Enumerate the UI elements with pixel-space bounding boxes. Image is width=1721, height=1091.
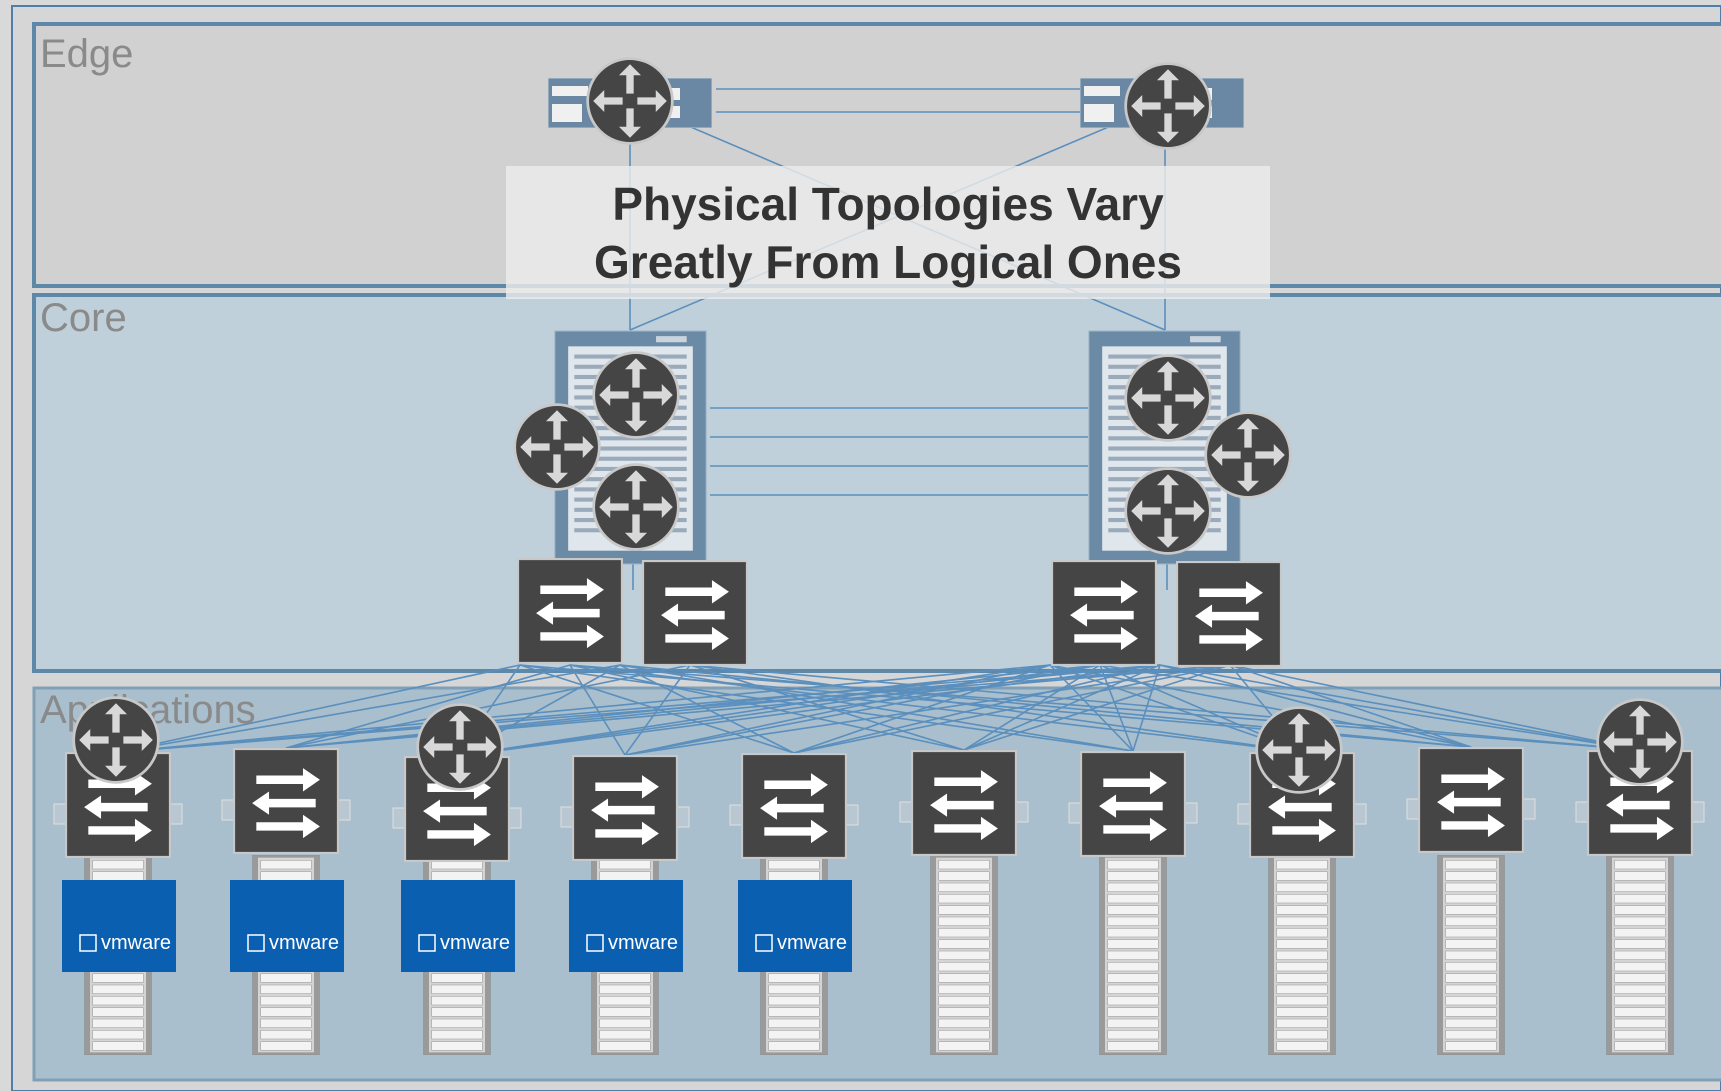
switch-icon — [740, 753, 848, 859]
router-icon — [586, 57, 674, 145]
uplink-line — [569, 664, 626, 756]
uplink-line — [1049, 664, 1472, 748]
switch-icon — [642, 560, 748, 666]
uplink-line — [117, 664, 1051, 753]
uplink-line — [793, 664, 1051, 754]
switch-icon — [910, 750, 1018, 856]
uplink-line — [689, 664, 1303, 753]
switch-icon — [1417, 747, 1525, 853]
title-line-1: Physical Topologies Vary — [612, 177, 1164, 230]
switch-icon — [403, 756, 511, 862]
vmware-text: vmware — [777, 932, 847, 954]
core-zone — [32, 293, 1721, 673]
uplink-line — [619, 664, 795, 754]
uplink-line — [569, 664, 1641, 751]
vmware-badge — [62, 880, 176, 972]
vmware-logo: vmware — [738, 880, 852, 972]
server-rack-icon — [1606, 855, 1674, 1055]
vmware-mark-icon — [418, 934, 436, 952]
core-zone-label: Core — [40, 296, 127, 340]
vmware-badge — [401, 880, 515, 972]
uplink-line — [793, 664, 1161, 754]
switch-icon — [517, 558, 623, 664]
server-rack-icon — [1437, 855, 1505, 1055]
vmware-logo: vmware — [230, 880, 344, 972]
uplink-line — [1159, 664, 1641, 751]
uplink-line — [963, 664, 1101, 751]
uplink-line — [519, 664, 795, 754]
router-icon — [513, 403, 601, 491]
vmware-mark-icon — [247, 934, 265, 952]
switch-icon — [1079, 751, 1187, 857]
uplink-line — [1049, 664, 1134, 752]
uplink-line — [456, 664, 1161, 757]
vmware-text: vmware — [440, 932, 510, 954]
uplink-line — [117, 664, 621, 753]
applications-zone-label: Applications — [40, 688, 256, 732]
title-panel: Physical Topologies Vary Greatly From Lo… — [506, 166, 1270, 299]
title-line-2: Greatly From Logical Ones — [594, 235, 1182, 288]
vmware-text: vmware — [101, 932, 171, 954]
switch-icon — [1248, 752, 1356, 858]
vmware-badge — [738, 880, 852, 972]
uplink-line — [117, 664, 521, 753]
vmware-logo: vmware — [62, 880, 176, 972]
vmware-logo: vmware — [401, 880, 515, 972]
uplink-line — [689, 664, 1641, 751]
switch-icon — [1176, 561, 1282, 667]
vmware-mark-icon — [755, 934, 773, 952]
router-icon — [1204, 411, 1292, 499]
switch-icon — [1586, 750, 1694, 856]
devices-layer: vmware vmware vmware vmware vmware — [53, 57, 1705, 1055]
server-rack-icon — [1268, 855, 1336, 1055]
vmware-mark-icon — [586, 934, 604, 952]
uplink-line — [793, 664, 1231, 754]
uplink-line — [456, 664, 1051, 757]
uplink-line — [1229, 664, 1641, 751]
uplink-line — [117, 664, 1161, 753]
switch-icon — [1051, 560, 1157, 666]
server-rack-icon — [930, 855, 998, 1055]
switch-icon — [232, 748, 340, 854]
edge-zone-label: Edge — [40, 32, 134, 76]
vmware-mark-icon — [79, 934, 97, 952]
uplink-line — [1159, 664, 1472, 748]
uplink-line — [1099, 664, 1641, 751]
router-icon — [1124, 62, 1212, 150]
vmware-logo: vmware — [569, 880, 683, 972]
vmware-badge — [569, 880, 683, 972]
router-icon — [1124, 354, 1212, 442]
vmware-badge — [230, 880, 344, 972]
uplink-line — [519, 664, 1134, 752]
switch-icon — [64, 752, 172, 858]
router-icon — [592, 351, 680, 439]
uplink-line — [624, 664, 1101, 756]
vmware-text: vmware — [269, 932, 339, 954]
server-rack-icon — [1099, 855, 1167, 1055]
uplink-line — [619, 664, 1134, 752]
vmware-text: vmware — [608, 932, 678, 954]
switch-icon — [571, 755, 679, 861]
router-icon — [1124, 467, 1212, 555]
uplink-line — [1132, 664, 1161, 752]
router-icon — [592, 463, 680, 551]
uplink-line — [569, 664, 965, 751]
